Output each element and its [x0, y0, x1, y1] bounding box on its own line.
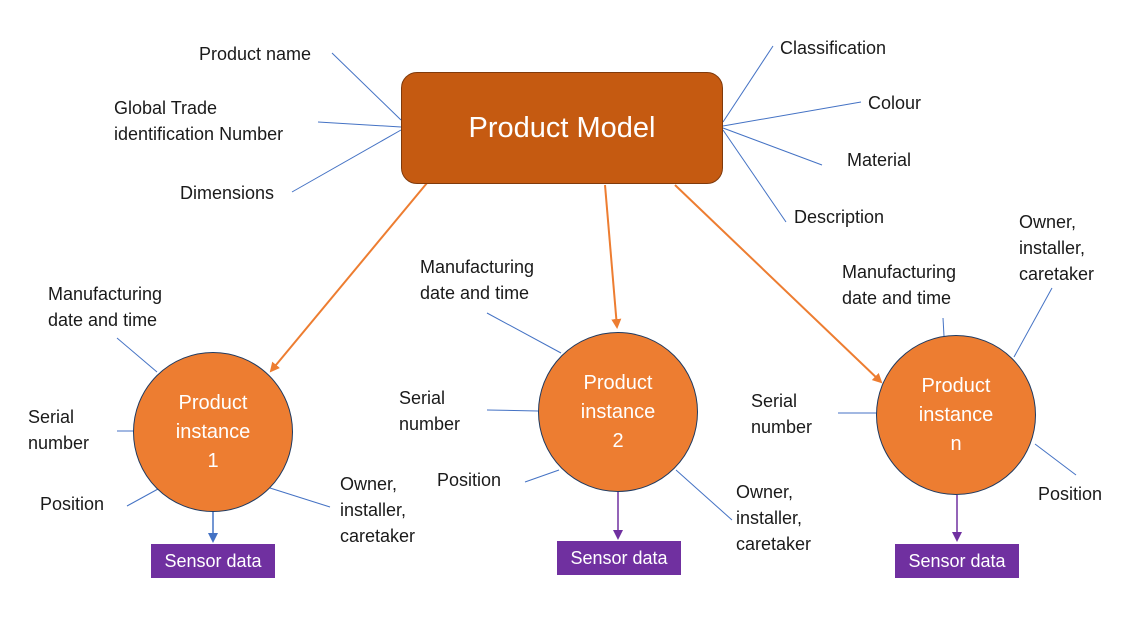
connector-i1-position [126, 488, 159, 507]
connector-i1-manufacturing [116, 337, 158, 373]
arrow-model-to-instance-2 [604, 184, 622, 329]
in-owner-label: Owner, installer, caretaker [1019, 212, 1095, 284]
in-manufacturing-label: Manufacturing date and time [842, 262, 957, 308]
connector-product-name [331, 52, 402, 121]
i2-serial-label: Serial number [399, 388, 461, 434]
i1-position-label: Position [40, 494, 105, 514]
attr-colour: Colour [868, 93, 922, 113]
in-position-label: Position [1038, 484, 1103, 504]
arrow-model-to-instance-1 [269, 182, 428, 373]
i2-owner-label: Owner, installer, caretaker [736, 482, 812, 554]
attr-classification: Classification [780, 38, 887, 58]
product-model-box: Product Model [401, 72, 723, 184]
connector-i1-owner [269, 487, 331, 508]
i1-serial-label: Serial number [28, 407, 90, 453]
connector-in-position [1034, 443, 1077, 476]
attr-gtin: Global Trade identification Number [114, 98, 284, 144]
product-instance-1: Product instance 1 [133, 352, 293, 512]
i1-owner-label: Owner, installer, caretaker [340, 474, 416, 546]
connector-i2-manufacturing [486, 312, 562, 354]
i2-manufacturing-label: Manufacturing date and time [420, 257, 535, 303]
i1-sensor-data: Sensor data [151, 544, 275, 578]
i2-sensor-data: Sensor data [557, 541, 681, 575]
product-instance-n: Product instance n [876, 335, 1036, 495]
connector-material [722, 127, 823, 166]
connector-i2-owner [675, 469, 733, 521]
attr-material: Material [847, 150, 912, 170]
product-instance-2: Product instance 2 [538, 332, 698, 492]
connector-dimensions [291, 129, 402, 193]
i1-manufacturing-label: Manufacturing date and time [48, 284, 163, 330]
in-sensor-data: Sensor data [895, 544, 1019, 578]
connector-classification [722, 45, 774, 123]
connector-i2-position [524, 469, 560, 483]
connector-i2-serial [486, 409, 539, 412]
connector-in-manufacturing [942, 317, 945, 337]
attr-dimensions: Dimensions [180, 183, 275, 203]
arrow-model-to-instance-n [674, 184, 883, 384]
connector-description [722, 129, 787, 223]
connector-colour [722, 101, 862, 127]
in-serial-label: Serial number [751, 391, 813, 437]
attr-description: Description [794, 207, 885, 227]
connector-gtin [317, 121, 402, 128]
i2-position-label: Position [437, 470, 502, 490]
attr-product-name: Product name [199, 44, 312, 64]
connector-in-owner [1013, 287, 1053, 358]
